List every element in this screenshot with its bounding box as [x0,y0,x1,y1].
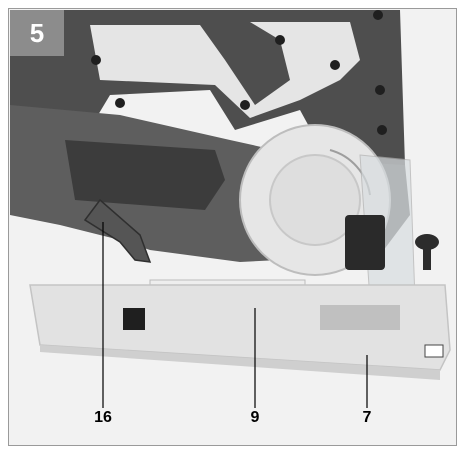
callout-lines [102,222,368,408]
figure-frame [8,8,457,446]
roller-guide [345,215,385,270]
handle-opening [90,22,360,118]
callout-16: 16 [94,409,112,426]
figure-number: 5 [29,17,45,48]
side-grip [65,140,225,210]
callout-7: 7 [362,409,372,426]
figure-number-badge: 5 [10,10,64,56]
lever [83,198,152,263]
callout-9: 9 [250,409,260,426]
